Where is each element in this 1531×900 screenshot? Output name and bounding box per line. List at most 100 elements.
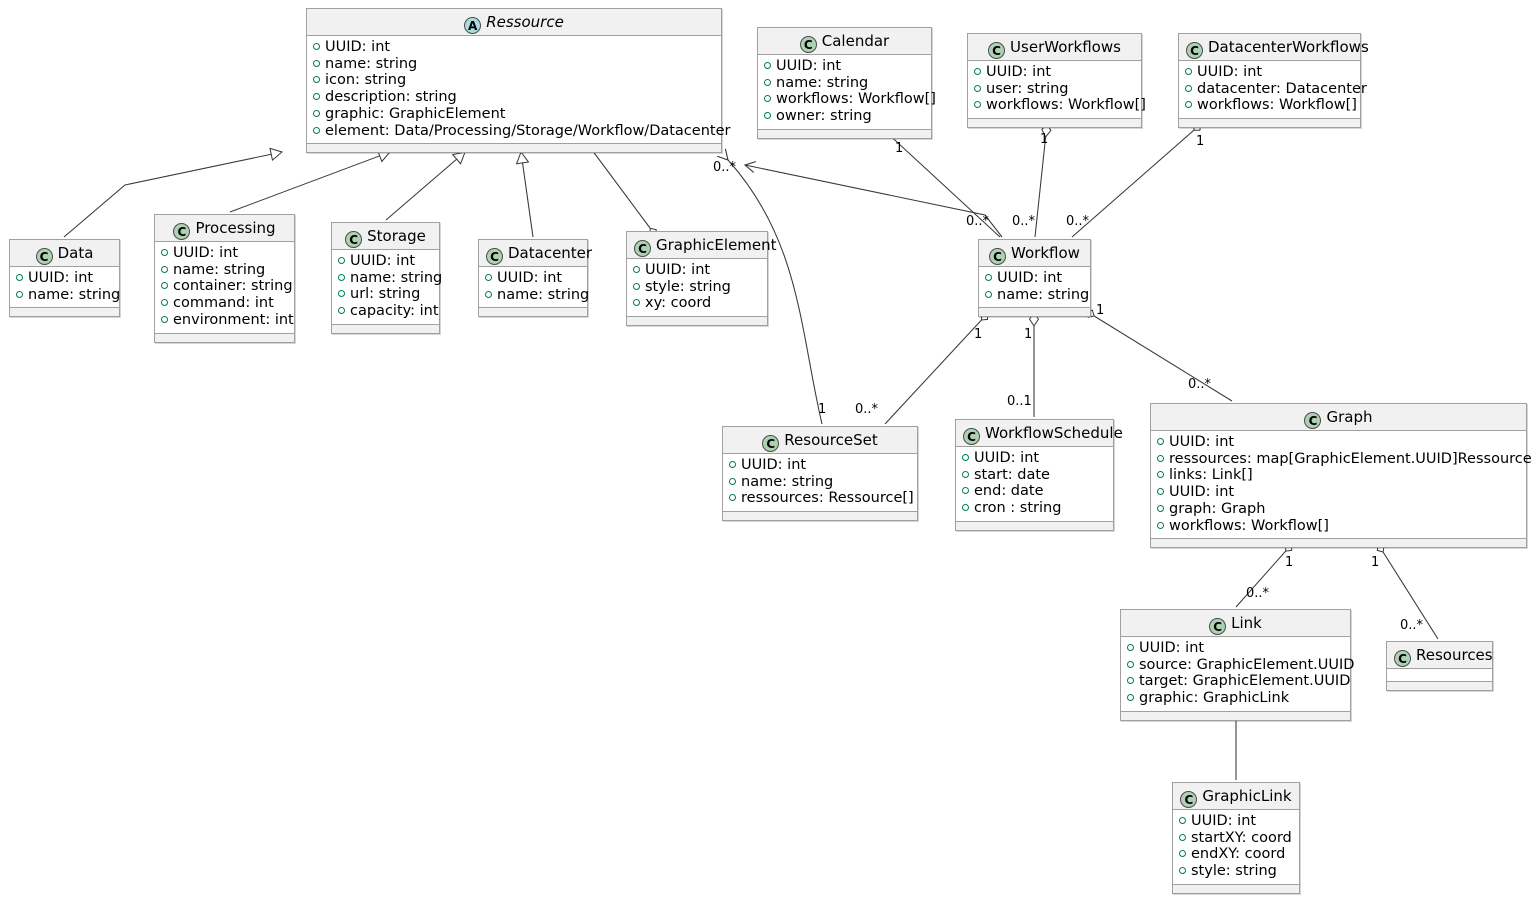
public-visibility-icon: [485, 274, 492, 281]
multiplicity-label: 0..*: [1246, 586, 1270, 601]
attribute-row: xy: coord: [633, 295, 761, 312]
public-visibility-icon: [1185, 68, 1192, 75]
attribute-row: element: Data/Processing/Storage/Workflo…: [313, 123, 730, 140]
public-visibility-icon: [764, 95, 771, 103]
public-visibility-icon: [985, 274, 992, 281]
public-visibility-icon: [1179, 817, 1186, 824]
attribute-text: UUID: int: [1191, 813, 1257, 829]
public-visibility-icon: [313, 93, 320, 101]
public-visibility-icon: [729, 494, 736, 502]
attribute-row: source: GraphicElement.UUID: [1127, 657, 1354, 674]
multiplicity-label: 1: [818, 402, 827, 417]
attribute-text: graphic: GraphicElement: [325, 105, 506, 122]
attribute-text: name: string: [350, 269, 443, 286]
class-name-resourceset: ResourceSet: [784, 431, 878, 449]
attribute-text: UUID: int: [497, 270, 563, 286]
public-visibility-icon: [974, 101, 981, 109]
attribute-row: ressources: map[GraphicElement.UUID]Ress…: [1157, 451, 1531, 468]
public-visibility-icon: [161, 299, 168, 307]
attribute-text: capacity: int: [350, 303, 439, 320]
public-visibility-icon: [764, 112, 771, 120]
class-name-link: Link: [1231, 614, 1262, 632]
attribute-row: user: string: [974, 81, 1135, 98]
attribute-text: name: string: [28, 286, 121, 303]
attribute-row: UUID: int: [161, 245, 288, 262]
public-visibility-icon: [962, 470, 969, 478]
attribute-row: datacenter: Datacenter: [1185, 81, 1367, 98]
attribute-row: startXY: coord: [1179, 830, 1293, 847]
class-icon: C: [1304, 412, 1322, 429]
public-visibility-icon: [1157, 438, 1164, 445]
class-methods-compartment: [155, 333, 294, 342]
public-visibility-icon: [161, 282, 168, 290]
attribute-text: source: GraphicElement.UUID: [1139, 656, 1355, 673]
public-visibility-icon: [1127, 694, 1134, 702]
public-visibility-icon: [1157, 504, 1164, 512]
class-icon: C: [345, 231, 363, 248]
public-visibility-icon: [962, 504, 969, 512]
public-visibility-icon: [1127, 660, 1134, 668]
attribute-text: url: string: [350, 286, 421, 303]
attribute-text: icon: string: [325, 72, 407, 89]
class-icon: C: [963, 428, 980, 445]
attribute-text: end: date: [974, 483, 1044, 500]
multiplicity-label: 1: [1285, 555, 1294, 570]
class-name-graphicelement: GraphicElement: [656, 236, 777, 254]
attribute-text: UUID: int: [974, 450, 1040, 466]
class-name-userworkflows: UserWorkflows: [1010, 38, 1121, 56]
public-visibility-icon: [16, 274, 23, 281]
class-icon: C: [988, 42, 1006, 59]
attribute-row: target: GraphicElement.UUID: [1127, 673, 1350, 690]
attribute-row: icon: string: [313, 72, 715, 89]
attribute-row: owner: string: [764, 108, 925, 125]
multiplicity-label: 0..1: [1007, 394, 1032, 409]
attribute-row: UUID: int: [485, 270, 581, 287]
attribute-text: UUID: int: [350, 253, 416, 269]
class-name-workflow: Workflow: [1011, 244, 1080, 262]
multiplicity-label: 0..*: [855, 402, 879, 417]
attribute-row: workflows: Workflow[]: [974, 97, 1146, 114]
abstract-class-icon: A: [464, 17, 482, 34]
class-name-graphiclink: GraphicLink: [1202, 787, 1292, 805]
public-visibility-icon: [974, 68, 981, 75]
attribute-row: UUID: int: [1179, 813, 1293, 830]
class-methods-compartment: [956, 521, 1113, 530]
public-visibility-icon: [1157, 471, 1164, 479]
attribute-text: user: string: [986, 80, 1069, 97]
class-methods-compartment: [1151, 539, 1526, 548]
class-methods-compartment: [479, 308, 587, 317]
public-visibility-icon: [1157, 488, 1164, 496]
attribute-text: container: string: [173, 278, 293, 295]
attribute-text: UUID: int: [776, 58, 842, 74]
public-visibility-icon: [313, 126, 320, 134]
attribute-text: graphic: GraphicLink: [1139, 690, 1290, 707]
public-visibility-icon: [161, 315, 168, 323]
class-icon: C: [989, 248, 1007, 265]
attribute-text: workflows: Workflow[]: [1169, 517, 1329, 534]
public-visibility-icon: [485, 290, 492, 298]
